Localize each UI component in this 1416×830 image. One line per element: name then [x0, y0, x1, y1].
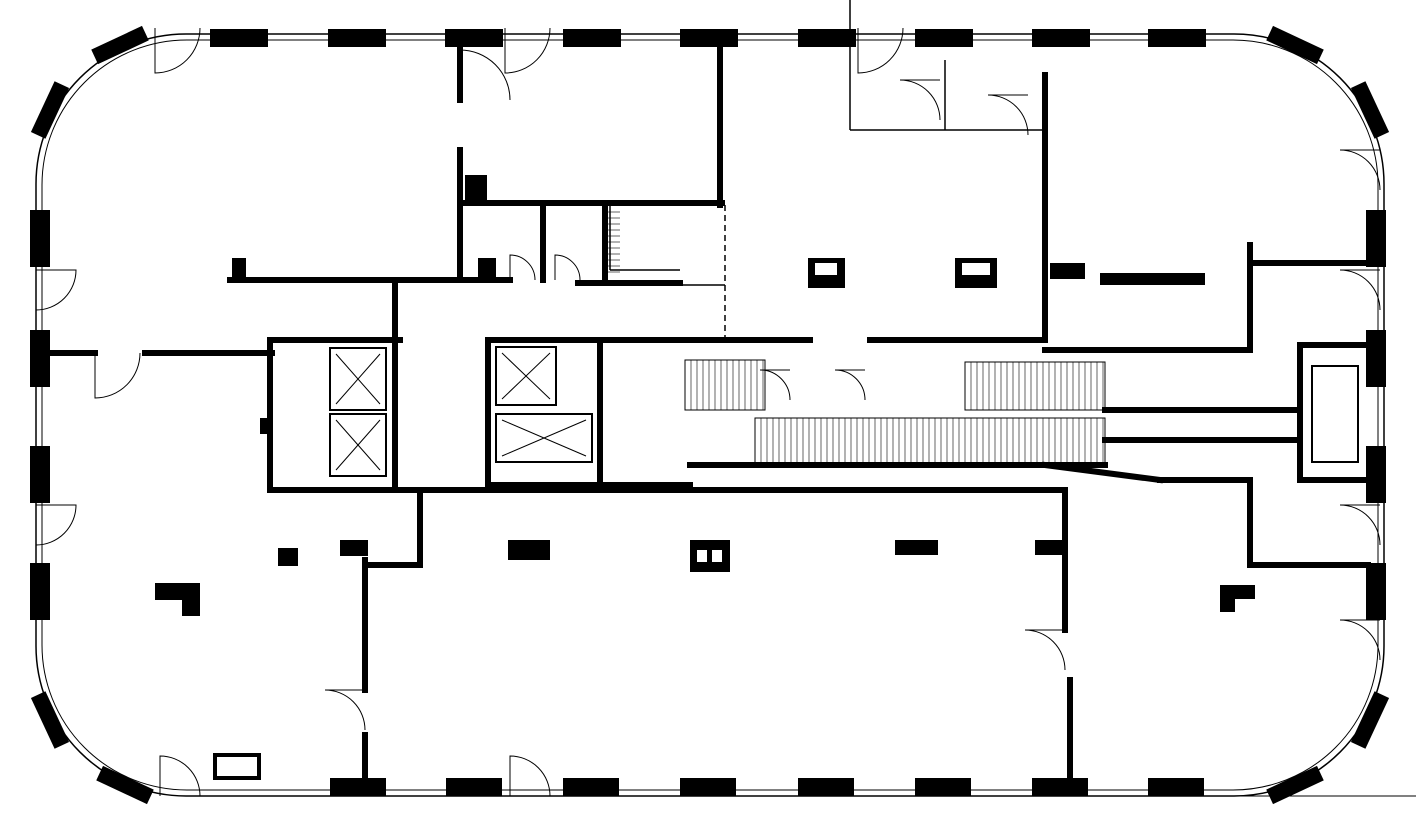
stairs: [605, 211, 1106, 465]
window-pier: [798, 29, 856, 47]
column: [508, 540, 550, 560]
window-pier: [1032, 778, 1088, 796]
column-void: [815, 263, 837, 275]
stair-flight: [754, 417, 1106, 465]
doors: [35, 27, 1381, 797]
column: [1220, 585, 1255, 599]
window-pier: [1148, 29, 1206, 47]
door-swing: [324, 689, 366, 731]
window-pier: [1032, 29, 1090, 47]
door-swing: [504, 27, 551, 74]
window-pier: [330, 778, 386, 796]
column-void: [962, 263, 990, 275]
window-pier: [446, 778, 502, 796]
elevator-car: [495, 413, 593, 463]
window-pier: [30, 330, 50, 387]
corner-pier: [91, 25, 149, 65]
door-swing: [35, 504, 77, 546]
wall: [1041, 461, 1164, 484]
column: [155, 583, 200, 600]
door-swing: [899, 79, 941, 121]
column: [1050, 263, 1085, 279]
column: [1220, 598, 1235, 612]
elevator-cross: [501, 352, 551, 400]
shaft: [1311, 365, 1359, 463]
corner-pier: [1350, 81, 1390, 139]
window-pier: [30, 563, 50, 620]
window-pier: [1366, 446, 1386, 503]
door-swing: [857, 27, 904, 74]
door-swing: [459, 49, 511, 101]
door-swing: [35, 269, 77, 311]
door-swing: [1339, 504, 1381, 546]
door-swing: [554, 254, 581, 281]
door-swing: [509, 755, 551, 797]
door-swing: [154, 27, 201, 74]
columns: [155, 175, 1255, 616]
stair-flight: [964, 361, 1106, 411]
elevator-cross: [335, 419, 381, 471]
column: [278, 548, 298, 566]
column: [478, 258, 496, 280]
elevator-cross: [501, 419, 587, 457]
window-pier: [915, 778, 971, 796]
door-swing: [509, 254, 536, 281]
elevator-cross: [335, 353, 381, 405]
corner-pier: [1350, 691, 1390, 749]
window-pier: [563, 29, 621, 47]
door-swing: [987, 94, 1029, 136]
window-pier: [563, 778, 619, 796]
column: [465, 175, 487, 203]
window-pier: [1366, 563, 1386, 620]
window-pier: [30, 210, 50, 267]
column: [182, 598, 200, 616]
window-pier: [30, 446, 50, 503]
door-swing: [1339, 149, 1381, 191]
door-swing: [1024, 629, 1066, 671]
column: [340, 540, 368, 556]
window-pier: [915, 29, 973, 47]
door-swing: [94, 352, 141, 399]
door-swing: [759, 369, 791, 401]
column: [895, 540, 938, 555]
corner-pier: [1266, 765, 1324, 805]
window-pier: [798, 778, 854, 796]
corner-pier: [96, 765, 154, 805]
window-pier: [210, 29, 268, 47]
column: [690, 540, 730, 572]
window-pier: [1366, 330, 1386, 387]
window-pier: [680, 29, 738, 47]
door-swing: [1339, 269, 1381, 311]
partitions: [609, 0, 1045, 340]
elevator-car: [329, 347, 387, 411]
window-pier: [680, 778, 736, 796]
column: [260, 418, 272, 434]
elevator-car: [495, 346, 557, 406]
corner-pier: [1266, 25, 1324, 65]
corner-pier: [30, 691, 70, 749]
elevators: [329, 346, 1359, 477]
column: [232, 258, 246, 280]
door-swing: [834, 369, 866, 401]
column-void: [712, 550, 722, 562]
column: [1035, 540, 1065, 555]
stair-flight: [684, 359, 766, 411]
column: [1100, 273, 1205, 285]
corner-pier: [30, 81, 70, 139]
interior-walls: [45, 44, 1383, 783]
door-swing: [159, 755, 201, 797]
elevator-car: [329, 413, 387, 477]
window-pier: [445, 29, 503, 47]
column-void: [697, 550, 707, 562]
door-swing: [1339, 619, 1381, 661]
window-pier: [328, 29, 386, 47]
window-pier: [1148, 778, 1204, 796]
window-pier: [1366, 210, 1386, 267]
equipment-box: [213, 753, 261, 780]
